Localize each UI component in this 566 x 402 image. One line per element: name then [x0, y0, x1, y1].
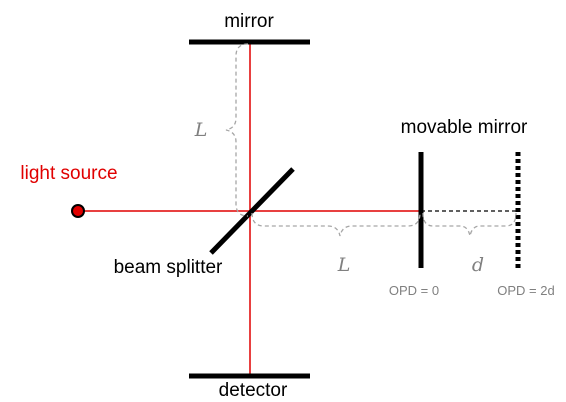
horizontal-length-brace [251, 212, 421, 237]
opd-2d-label: OPD = 2d [497, 283, 554, 298]
light-source-dot [71, 204, 85, 218]
displacement-label: d [472, 254, 484, 276]
top-mirror-label: mirror [224, 11, 274, 32]
displacement-brace [422, 212, 517, 237]
opd-zero-label: OPD = 0 [389, 283, 439, 298]
horizontal-length-label: L [337, 254, 351, 276]
beam-splitter [209, 167, 295, 255]
vertical-length-brace [225, 43, 249, 217]
detector-label: detector [219, 380, 288, 401]
light-source-label: light source [20, 163, 117, 184]
vertical-length-label: L [194, 119, 208, 141]
movable-mirror-label: movable mirror [401, 117, 528, 138]
beam-splitter-label: beam splitter [114, 257, 223, 278]
